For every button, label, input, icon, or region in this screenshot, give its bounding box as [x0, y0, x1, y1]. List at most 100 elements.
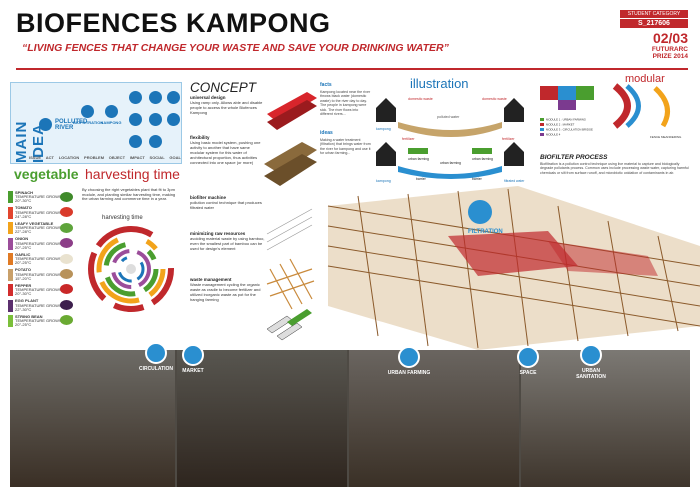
veg-temp: TEMPERATURE GROWS — [15, 209, 62, 215]
legend-label: MODULE 3 : CIRCULATION BRIDGE — [546, 128, 593, 132]
filtration-label: FILTRATION — [468, 229, 503, 235]
urban-farm — [408, 148, 428, 154]
veg-range: 20°-30°C — [15, 198, 32, 204]
veg-temp: TEMPERATURE GROWS — [15, 225, 62, 231]
fertilizer-label: fertilizer — [502, 137, 515, 141]
kampong-label: kampong — [376, 127, 391, 131]
biofilter-title: BIOFILTER PROCESS — [540, 154, 608, 161]
swatch — [8, 315, 13, 328]
ramp-diagram — [267, 92, 317, 122]
node-icon — [149, 113, 162, 126]
harvesting-ring-label: harvesting time — [102, 215, 143, 221]
veg-temp: TEMPERATURE GROWS — [15, 302, 62, 308]
page-subtitle: “LIVING FENCES THAT CHANGE YOUR WASTE AN… — [22, 42, 449, 54]
module-diagram — [264, 154, 317, 186]
module-curve — [625, 84, 641, 128]
axis-label: SOCIAL — [149, 155, 165, 160]
biofiltration-label: BIOFILTRATION — [73, 120, 104, 125]
concept-text: avoiding material waste by using bamboo,… — [190, 236, 265, 251]
veg-temp: TEMPERATURE GROWS — [15, 240, 62, 246]
photo-label: SPACE — [519, 370, 537, 376]
concept-label: minimizing raw resources — [190, 231, 246, 236]
photo-label: MARKET — [182, 368, 204, 374]
node-icon — [129, 113, 142, 126]
veg-range: 20°-30°C — [15, 291, 32, 297]
node-icon — [129, 91, 142, 104]
veg-name: POTATO — [15, 267, 31, 273]
urban-farming-label: urban farming — [472, 157, 493, 161]
concept-text: Using basic model system, pushing one ac… — [190, 140, 261, 165]
concept-diagrams — [264, 92, 317, 341]
legend-swatch — [540, 118, 544, 121]
ramp-diagram — [267, 100, 317, 130]
veg-range: 20°-25°C — [15, 244, 32, 250]
node-icon — [167, 91, 180, 104]
veg-temp: TEMPERATURE GROWS — [15, 287, 62, 293]
house-icon — [376, 142, 396, 166]
illustration-title: illustration — [410, 76, 469, 91]
onion-image — [60, 238, 73, 248]
photo-label: CIRCULATION — [138, 366, 174, 372]
house-icon — [504, 98, 524, 122]
veg-range: 20°-25°C — [15, 260, 32, 266]
header-divider — [16, 68, 688, 70]
veg-name: LEAFY VEGETABLE — [15, 220, 54, 226]
ideas-title: ideas — [320, 130, 333, 136]
urban-farm — [472, 148, 492, 154]
node-icon — [129, 135, 142, 148]
main-idea-panel: MAIN IDEA POLLUTED RIVER BIOFILTRATION K… — [10, 82, 182, 164]
concept-item: minimizing raw resources avoiding materi… — [190, 231, 265, 277]
legend-label: MODULE 2 : MARKET — [546, 123, 575, 127]
photo-market — [177, 350, 347, 487]
page-number: 02/03 — [652, 30, 688, 46]
prize-line-1: FUTURARC — [651, 46, 688, 53]
barrier-label: barrier — [416, 177, 427, 181]
urban-farming-label: urban farming — [408, 157, 429, 161]
page-title: BIOFENCES KAMPONG — [16, 8, 331, 38]
kampong-icon — [105, 105, 118, 118]
veg-temp: TEMPERATURE GROWS — [15, 271, 62, 277]
module-diagram — [264, 142, 317, 174]
legend-label: MODULE 4 — [546, 133, 561, 137]
concept-text: pollution control technique that produce… — [190, 200, 262, 210]
axis-label: IMPACT — [129, 155, 145, 160]
ring — [96, 234, 166, 304]
photo-sanitation — [521, 350, 690, 487]
swatch — [8, 206, 13, 219]
axis-label: GOAL — [169, 155, 181, 160]
river-icon — [39, 118, 52, 131]
veg-range: 22°-28°C — [15, 229, 32, 235]
category-label: STUDENT CATEGORY — [620, 10, 688, 18]
legend-label: MODULE 1 : URBAN FARMING — [546, 118, 586, 122]
ring — [111, 249, 151, 289]
axis-label: PROBLEM — [84, 155, 105, 160]
veg-range: 20°-25°C — [15, 322, 32, 328]
node-icon — [149, 135, 162, 148]
illustration-diagram: domestic waste polluted water domestic w… — [376, 97, 525, 183]
market-module — [448, 231, 578, 276]
node-icon — [149, 91, 162, 104]
module-block — [540, 86, 558, 100]
concept-item: flexibility Using basic model system, pu… — [190, 135, 265, 195]
veg-range: 24°-28°C — [15, 213, 32, 219]
legend-swatch — [540, 133, 544, 136]
module-block — [558, 86, 576, 100]
axis-label: ACT — [45, 155, 54, 160]
photo-label: URBAN SANITATION — [576, 368, 606, 380]
module-block — [558, 100, 576, 110]
spinach-image — [60, 192, 73, 202]
concept-text: Using ramp only. Allows able and disable… — [190, 100, 263, 115]
biofilter-diagram — [266, 208, 313, 251]
modular-note: FENCE MEANDERING — [650, 135, 682, 139]
module-block — [576, 86, 594, 100]
kampong-label: KAMPONG — [100, 120, 122, 125]
swatch — [8, 268, 13, 281]
